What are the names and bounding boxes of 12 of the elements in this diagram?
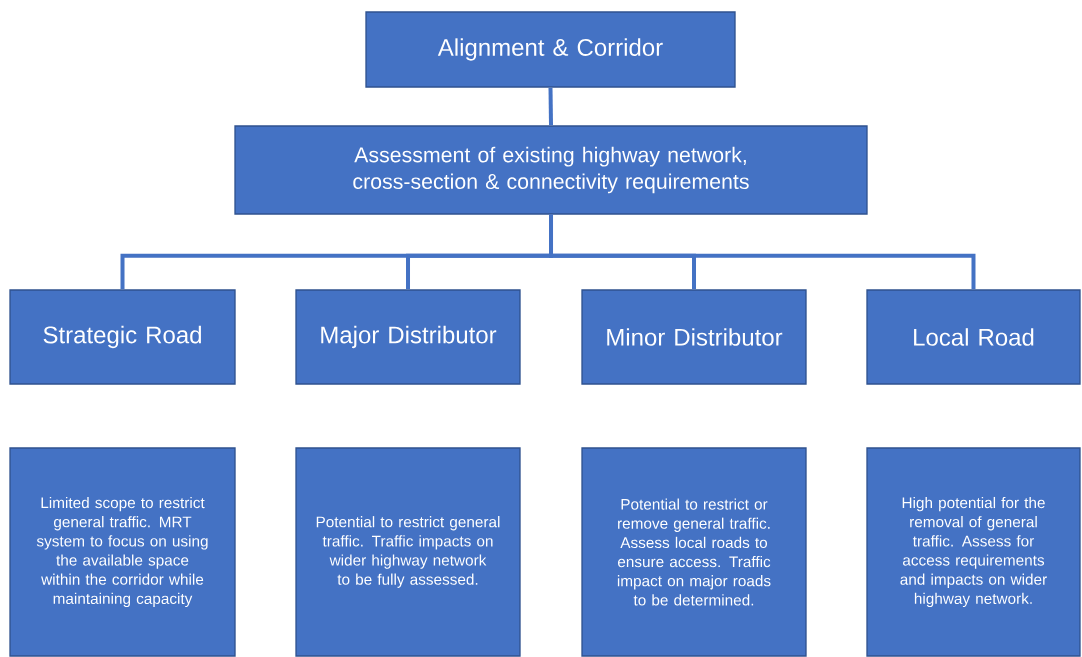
description-box: Limited scope to restrict general traffic. MRT system to focus on using the available space within the corridor while maintaining capacity xyxy=(9,447,236,657)
category-box: Strategic Road xyxy=(9,289,236,385)
description-box: High potential for the removal of general traffic. Assess for access requirements and impacts on wider highway network. xyxy=(866,447,1081,657)
assessment-box: Assessment of existing highway network, cross-section & connectivity requirements xyxy=(234,125,868,215)
category-box: Local Road xyxy=(866,289,1081,385)
description-box: Potential to restrict general traffic. Traffic impacts on wider highway network to be fully assessed. xyxy=(295,447,521,657)
category-box: Major Distributor xyxy=(295,289,521,385)
connector-line xyxy=(549,214,976,290)
description-box: Potential to restrict or remove general traffic. Assess local roads to ensure access. Traffic impact on major roads to be determined. xyxy=(581,447,807,657)
category-box: Minor Distributor xyxy=(581,289,807,385)
heading-box: Alignment & Corridor xyxy=(365,11,736,88)
connector-line xyxy=(548,87,553,126)
